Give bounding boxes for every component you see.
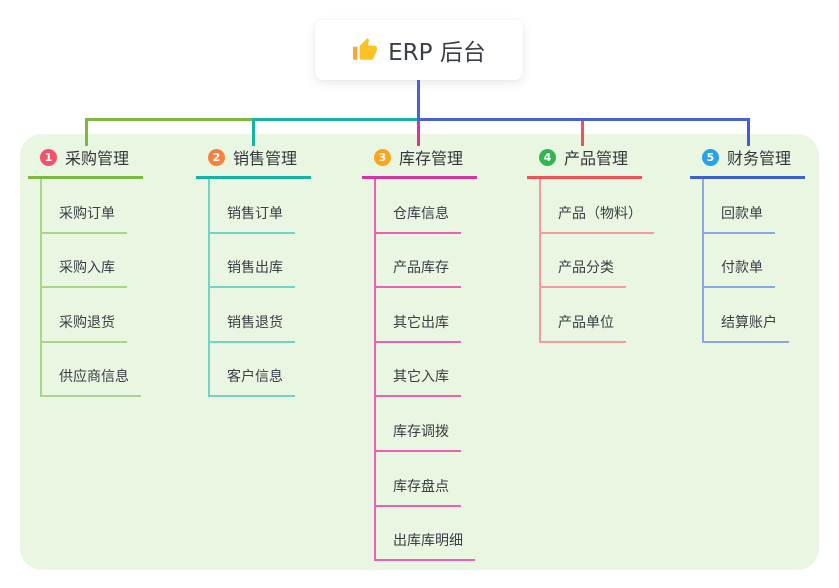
child-node: 回款单 — [704, 179, 805, 234]
child-label[interactable]: 仓库信息 — [376, 203, 461, 234]
connector-bus-green — [85, 118, 255, 121]
child-label[interactable]: 库存调拨 — [376, 421, 461, 452]
branch-number-badge: 1 — [40, 148, 57, 166]
child-node: 产品（物料） — [541, 179, 654, 234]
connector-drop-finance — [747, 118, 750, 146]
branch-header-purchase[interactable]: 1 采购管理 — [28, 145, 144, 179]
branch-title: 销售管理 — [233, 149, 298, 168]
child-node: 产品分类 — [541, 234, 654, 289]
branch-header-product[interactable]: 4 产品管理 — [527, 145, 643, 179]
child-label[interactable]: 采购退货 — [42, 312, 127, 343]
mindmap-panel — [20, 134, 819, 570]
child-node: 产品单位 — [541, 288, 654, 343]
child-label[interactable]: 产品（物料） — [541, 203, 654, 234]
branch-column-purchase: 1 采购管理 采购订单 采购入库 采购退货 供应商信息 — [28, 145, 144, 398]
children-connector: 回款单 付款单 结算账户 — [702, 179, 805, 343]
child-node: 结算账户 — [704, 288, 805, 343]
thumbs-up-icon — [352, 37, 378, 63]
child-label[interactable]: 其它出库 — [376, 312, 461, 343]
child-label[interactable]: 付款单 — [704, 257, 775, 289]
child-label[interactable]: 出库库明细 — [376, 530, 475, 562]
child-label[interactable]: 结算账户 — [704, 312, 789, 343]
child-node: 付款单 — [704, 234, 805, 289]
branch-column-product: 4 产品管理 产品（物料） 产品分类 产品单位 — [527, 145, 654, 343]
child-label[interactable]: 供应商信息 — [42, 366, 141, 398]
children-connector: 采购订单 采购入库 采购退货 供应商信息 — [40, 179, 143, 398]
children-connector: 产品（物料） 产品分类 产品单位 — [539, 179, 654, 343]
child-label[interactable]: 产品单位 — [541, 312, 626, 343]
child-node: 客户信息 — [210, 343, 311, 398]
children-connector: 销售订单 销售出库 销售退货 客户信息 — [208, 179, 311, 398]
branch-title: 库存管理 — [399, 149, 464, 168]
branch-number-badge: 2 — [208, 148, 225, 166]
child-label[interactable]: 销售退货 — [210, 312, 295, 343]
branch-column-inventory: 3 库存管理 仓库信息 产品库存 其它出库 其它入库 库存调拨 库存盘点 出库库… — [362, 145, 478, 562]
connector-bus-blue — [417, 118, 750, 121]
child-node: 采购退货 — [42, 288, 143, 343]
child-label[interactable]: 采购订单 — [42, 203, 127, 234]
branch-header-inventory[interactable]: 3 库存管理 — [362, 145, 478, 179]
branch-number-badge: 4 — [539, 148, 556, 166]
branch-title: 财务管理 — [727, 149, 792, 168]
child-label[interactable]: 客户信息 — [210, 366, 295, 398]
connector-root-line — [417, 80, 420, 121]
child-node: 仓库信息 — [376, 179, 477, 234]
child-label[interactable]: 库存盘点 — [376, 476, 461, 507]
child-node: 产品库存 — [376, 234, 477, 289]
child-node: 供应商信息 — [42, 343, 143, 398]
branch-title: 采购管理 — [65, 149, 130, 168]
child-node: 采购入库 — [42, 234, 143, 289]
branch-column-finance: 5 财务管理 回款单 付款单 结算账户 — [690, 145, 806, 343]
branch-column-sales: 2 销售管理 销售订单 销售出库 销售退货 客户信息 — [196, 145, 312, 398]
child-node: 采购订单 — [42, 179, 143, 234]
child-label[interactable]: 销售订单 — [210, 203, 295, 234]
child-node: 其它入库 — [376, 343, 477, 398]
root-node-title: ERP 后台 — [388, 40, 486, 66]
branch-header-sales[interactable]: 2 销售管理 — [196, 145, 312, 179]
branch-number-badge: 5 — [702, 148, 719, 166]
child-node: 销售出库 — [210, 234, 311, 289]
root-node[interactable]: ERP 后台 — [315, 20, 523, 80]
connector-bus-teal — [252, 118, 419, 121]
child-label[interactable]: 销售出库 — [210, 257, 295, 289]
child-label[interactable]: 采购入库 — [42, 257, 127, 289]
child-node: 其它出库 — [376, 288, 477, 343]
connector-drop-sales — [252, 118, 255, 146]
branch-title: 产品管理 — [564, 149, 629, 168]
child-node: 销售订单 — [210, 179, 311, 234]
child-node: 销售退货 — [210, 288, 311, 343]
child-label[interactable]: 产品分类 — [541, 257, 626, 289]
child-label[interactable]: 回款单 — [704, 203, 775, 234]
children-connector: 仓库信息 产品库存 其它出库 其它入库 库存调拨 库存盘点 出库库明细 — [374, 179, 477, 562]
child-node: 库存盘点 — [376, 452, 477, 507]
child-node: 出库库明细 — [376, 507, 477, 562]
child-label[interactable]: 产品库存 — [376, 257, 461, 289]
child-label[interactable]: 其它入库 — [376, 366, 461, 398]
branch-number-badge: 3 — [374, 148, 391, 166]
branch-header-finance[interactable]: 5 财务管理 — [690, 145, 806, 179]
connector-drop-purchase — [85, 118, 88, 146]
connector-drop-inventory — [417, 118, 420, 146]
child-node: 库存调拨 — [376, 397, 477, 452]
connector-drop-product — [581, 118, 584, 146]
